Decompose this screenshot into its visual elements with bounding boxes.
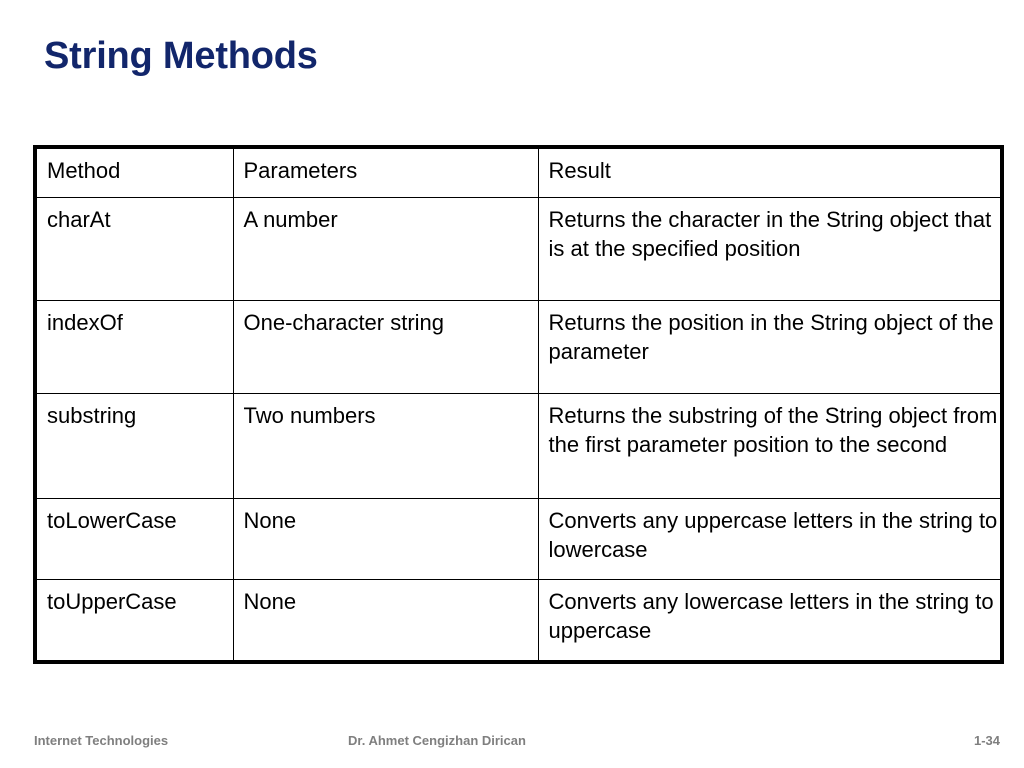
string-methods-table: Method Parameters Result charAt A number…	[33, 145, 1004, 664]
cell-result: Converts any lowercase letters in the st…	[537, 579, 1003, 663]
cell-method: indexOf	[34, 300, 234, 394]
cell-parameters: None	[232, 579, 539, 663]
page-title: String Methods	[44, 35, 318, 77]
column-header-method: Method	[34, 146, 234, 198]
cell-result: Returns the substring of the String obje…	[537, 393, 1003, 499]
cell-result: Returns the position in the String objec…	[537, 300, 1003, 394]
cell-method: toLowerCase	[34, 498, 234, 580]
cell-result: Converts any uppercase letters in the st…	[537, 498, 1003, 580]
table-header-row: Method Parameters Result	[34, 146, 1003, 198]
cell-method: charAt	[34, 197, 234, 301]
footer-page-number: 1-34	[973, 733, 1000, 748]
cell-method: toUpperCase	[34, 579, 234, 663]
table-row: indexOf One-character string Returns the…	[34, 300, 1003, 394]
methods-table-container: Method Parameters Result charAt A number…	[33, 145, 1004, 664]
table-row: substring Two numbers Returns the substr…	[34, 393, 1003, 499]
table-row: toUpperCase None Converts any lowercase …	[34, 579, 1003, 663]
cell-parameters: Two numbers	[232, 393, 539, 499]
footer-author-label: Dr. Ahmet Cengizhan Dirican	[348, 733, 526, 748]
slide-footer: Internet Technologies Dr. Ahmet Cengizha…	[0, 733, 1024, 757]
column-header-parameters: Parameters	[232, 146, 539, 198]
cell-parameters: A number	[232, 197, 539, 301]
footer-course-label: Internet Technologies	[34, 733, 169, 748]
table-row: charAt A number Returns the character in…	[34, 197, 1003, 301]
cell-result: Returns the character in the String obje…	[537, 197, 1003, 301]
cell-method: substring	[34, 393, 234, 499]
cell-parameters: One-character string	[232, 300, 539, 394]
column-header-result: Result	[537, 146, 1003, 198]
table-row: toLowerCase None Converts any uppercase …	[34, 498, 1003, 580]
cell-parameters: None	[232, 498, 539, 580]
